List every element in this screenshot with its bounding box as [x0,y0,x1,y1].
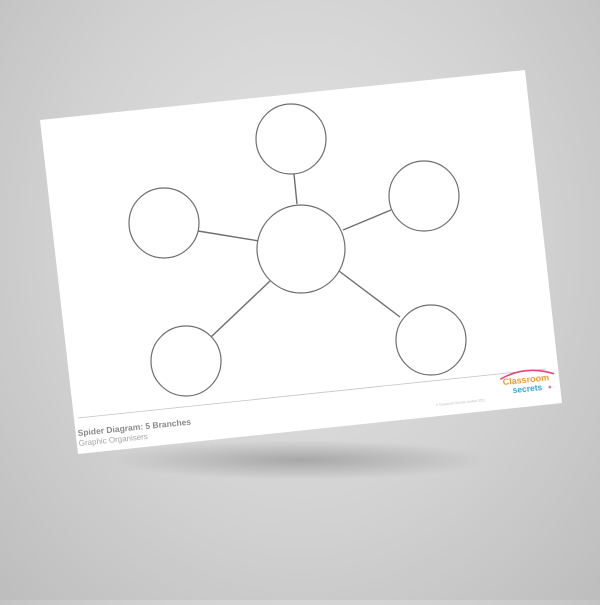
branch-node-right [388,160,460,232]
brand-logo: Classroom secrets ✦ [499,369,555,395]
footer-rule [77,368,547,419]
page-shadow [110,440,490,480]
center-node [256,204,346,294]
branch-line-right [342,209,392,231]
branch-line-top [293,173,298,205]
branch-node-bottom-right [395,304,467,376]
brand-line1: Classroom [502,372,549,387]
branch-line-bottom-right [338,270,401,318]
copyright-notice: © Classroom Secrets Limited 2021 [436,398,486,407]
branch-node-top [255,103,327,175]
logo-star-icon: ✦ [547,384,553,391]
branch-line-bottom-left [210,280,271,338]
brand-line2: secrets [512,382,543,395]
branch-lines [197,173,401,338]
branch-node-left [128,187,200,259]
branch-node-bottom-left [150,325,222,397]
branch-line-left [197,230,260,242]
logo-arc-icon [499,369,555,380]
